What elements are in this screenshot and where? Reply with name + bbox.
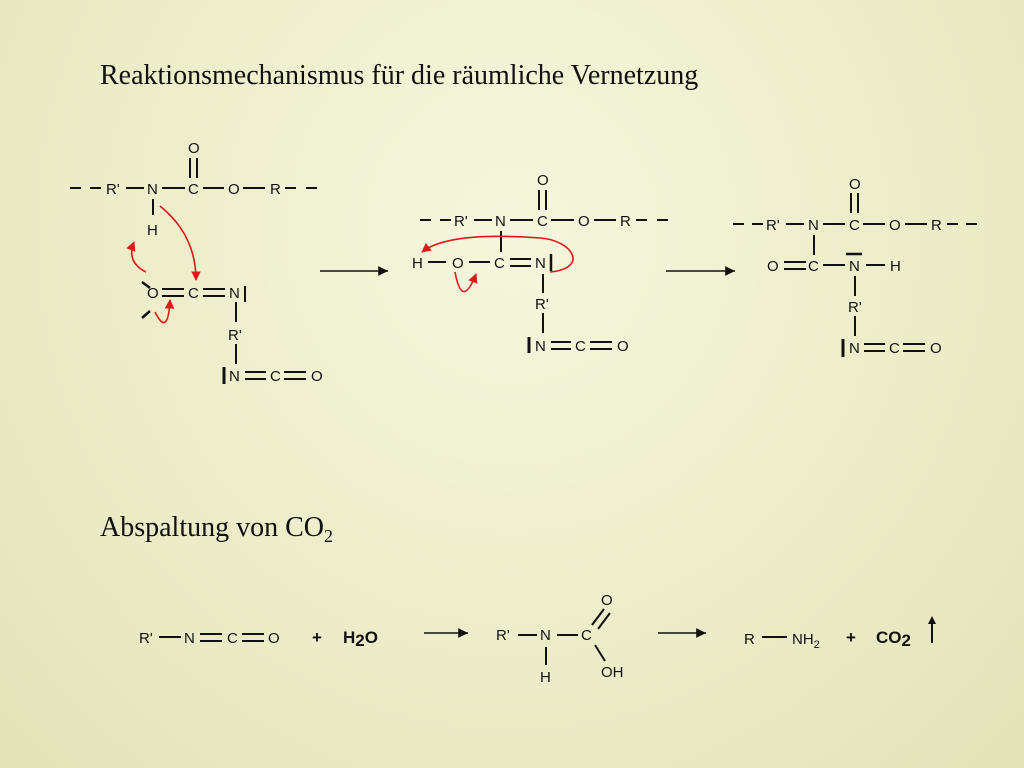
atom-label: H (412, 255, 423, 272)
atom-label: C (270, 368, 281, 385)
atom-label: N (808, 217, 819, 234)
atom-label: R (620, 213, 631, 230)
atom-label: C (494, 255, 505, 272)
atom-label: O (767, 258, 779, 275)
atom-label: OH (601, 664, 624, 681)
plus-sign: + (312, 628, 322, 647)
structure-allophanate (733, 193, 977, 357)
atom-label: N (184, 630, 195, 647)
atom-label: R' (454, 213, 468, 230)
atom-label: C (808, 258, 819, 275)
atom-label: O (228, 181, 240, 198)
atom-label: R' (106, 181, 120, 198)
electron-push-arrows-2 (421, 235, 574, 293)
section-heading-co2: Abspaltung von CO2 (100, 512, 333, 546)
atom-label: O (578, 213, 590, 230)
plus-sign: + (846, 628, 856, 647)
atom-label: O (147, 285, 159, 302)
atom-label: R' (848, 299, 862, 316)
atom-label: O (889, 217, 901, 234)
atom-label: N (849, 340, 860, 357)
atom-label: C (227, 630, 238, 647)
atom-label: O (188, 140, 200, 157)
structure-3-labels: R' N C O O R O C N H R' N C O (766, 176, 942, 357)
atom-label: R' (496, 627, 510, 644)
atom-label: O (452, 255, 464, 272)
atom-label: H (890, 258, 901, 275)
atom-label: O (617, 338, 629, 355)
structure-urethane-isocyanate (70, 158, 317, 384)
atom-label: C (575, 338, 586, 355)
atom-label: C (188, 181, 199, 198)
atom-label: O (601, 592, 613, 609)
atom-label: C (889, 340, 900, 357)
atom-label: C (537, 213, 548, 230)
atom-label: R (744, 631, 755, 648)
equation-bonds (159, 608, 933, 665)
atom-label: N (229, 368, 240, 385)
atom-label: H (147, 222, 158, 239)
atom-label: N (229, 285, 240, 302)
atom-label: N (540, 627, 551, 644)
structure-2-labels: R' N C O O R H O C N R' N C O (412, 172, 631, 355)
slide-title: Reaktionsmechanismus für die räumliche V… (100, 60, 699, 91)
atom-label: R' (766, 217, 780, 234)
structure-1-labels: R' N C O O R H O C N R' N C O (106, 140, 323, 385)
atom-label: O (311, 368, 323, 385)
atom-label: O (268, 630, 280, 647)
atom-label: C (581, 627, 592, 644)
atom-label: O (537, 172, 549, 189)
water-formula: H2O (343, 628, 378, 650)
atom-label: C (849, 217, 860, 234)
atom-label: R (270, 181, 281, 198)
atom-label: N (495, 213, 506, 230)
section-heading-subscript: 2 (324, 526, 333, 546)
atom-label: R' (535, 296, 549, 313)
atom-label: O (849, 176, 861, 193)
atom-label: H (540, 669, 551, 686)
atom-label: R' (228, 327, 242, 344)
atom-label: N (849, 258, 860, 275)
atom-label: C (188, 285, 199, 302)
section-heading-text: Abspaltung von CO (100, 512, 324, 543)
electron-push-arrows-1 (126, 205, 201, 324)
atom-label: O (930, 340, 942, 357)
atom-label: N (535, 255, 546, 272)
equation-labels: R' N C O + H2O R' N C O OH H R NH2 + CO2 (139, 592, 911, 686)
structure-intermediate (420, 190, 668, 353)
atom-label: N (147, 181, 158, 198)
atom-label: N (535, 338, 546, 355)
atom-label: R (931, 217, 942, 234)
amine-formula: NH2 (792, 631, 820, 651)
co2-formula: CO2 (876, 628, 911, 650)
atom-label: R' (139, 630, 153, 647)
gas-evolution-arrow-head (928, 616, 936, 624)
